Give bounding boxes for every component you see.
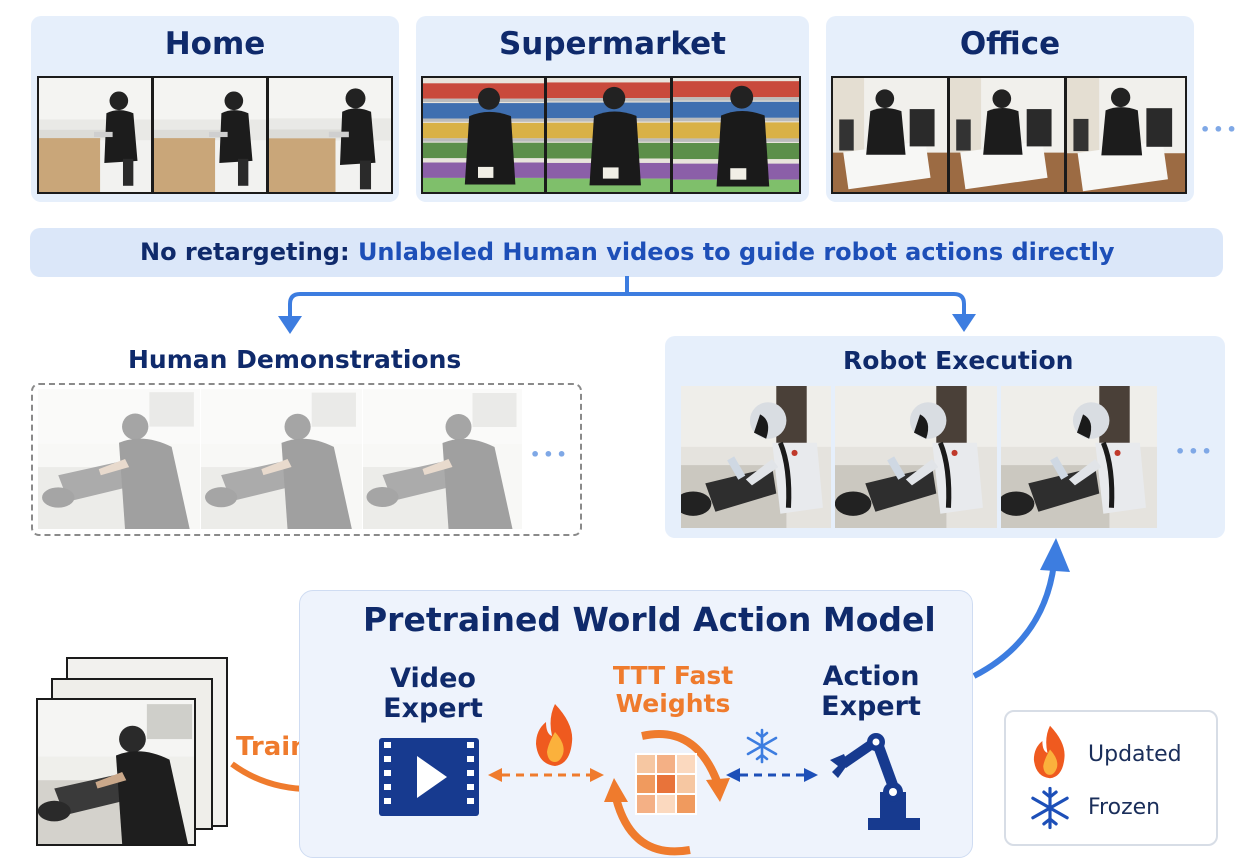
input-frame-front	[36, 698, 196, 846]
flame-icon	[1033, 725, 1065, 779]
ellipsis-icon: •••	[1175, 442, 1215, 461]
ellipsis-icon: •••	[1200, 120, 1240, 139]
train-label: Train	[236, 732, 309, 762]
action-expert-line1: Action	[822, 661, 920, 692]
ttt-line1: TTT Fast	[612, 661, 734, 690]
human-demos-title: Human Demonstrations	[128, 345, 462, 374]
ttt-line2: Weights	[615, 689, 731, 718]
scene-panel-office: Office	[826, 16, 1194, 202]
legend-box	[1004, 710, 1218, 846]
human-demo-frame	[38, 389, 200, 529]
model-title: Pretrained World Action Model	[363, 600, 936, 639]
human-demo-frame	[363, 389, 522, 529]
robot-exec-panel: Robot Execution •••	[665, 336, 1225, 538]
action-expert-label: Action Expert	[808, 661, 934, 723]
ttt-action-connector	[726, 768, 818, 782]
snowflake-icon	[1031, 786, 1069, 830]
weight-grid-icon	[604, 730, 730, 856]
scene-frame	[831, 76, 949, 194]
scene-panel-home: Home	[31, 16, 399, 202]
scene-frame	[671, 76, 801, 194]
scene-panel-supermarket: Supermarket	[416, 16, 809, 202]
scene-frame	[948, 76, 1066, 194]
scene-title-office: Office	[959, 26, 1061, 62]
video-expert-label: Video Expert	[370, 663, 496, 725]
scene-frame	[267, 76, 393, 194]
scene-frame	[421, 76, 546, 194]
execute-arrow	[972, 538, 1070, 679]
human-demo-frame	[201, 389, 362, 529]
human-demos-box	[31, 383, 582, 536]
robot-frame	[681, 386, 831, 528]
action-expert-line2: Expert	[821, 691, 921, 723]
video-ttt-connector	[488, 768, 604, 782]
legend-frozen-label: Frozen	[1088, 795, 1161, 820]
ttt-label: TTT Fast Weights	[598, 662, 748, 718]
scene-title-supermarket: Supermarket	[498, 26, 727, 62]
scene-frame	[545, 76, 672, 194]
scene-frame	[1065, 76, 1187, 194]
legend-updated-label: Updated	[1088, 742, 1182, 767]
scene-frame	[152, 76, 268, 194]
scene-frame	[37, 76, 153, 194]
video-expert-line2: Expert	[383, 693, 483, 725]
robot-arm-icon	[830, 733, 920, 830]
banner-prefix: No retargeting:	[140, 238, 350, 266]
no-retargeting-banner: No retargeting: Unlabeled Human videos t…	[30, 228, 1223, 277]
scene-title-home: Home	[164, 26, 266, 62]
split-arrow	[278, 276, 976, 334]
robot-frame	[835, 386, 997, 528]
flame-icon	[536, 704, 573, 766]
ellipsis-icon: •••	[530, 445, 570, 464]
video-expert-line1: Video	[390, 663, 476, 694]
video-play-icon	[379, 738, 479, 816]
robot-exec-title: Robot Execution	[843, 346, 1074, 375]
banner-text: Unlabeled Human videos to guide robot ac…	[357, 238, 1115, 266]
robot-frame	[1001, 386, 1157, 528]
snowflake-icon	[746, 728, 778, 764]
